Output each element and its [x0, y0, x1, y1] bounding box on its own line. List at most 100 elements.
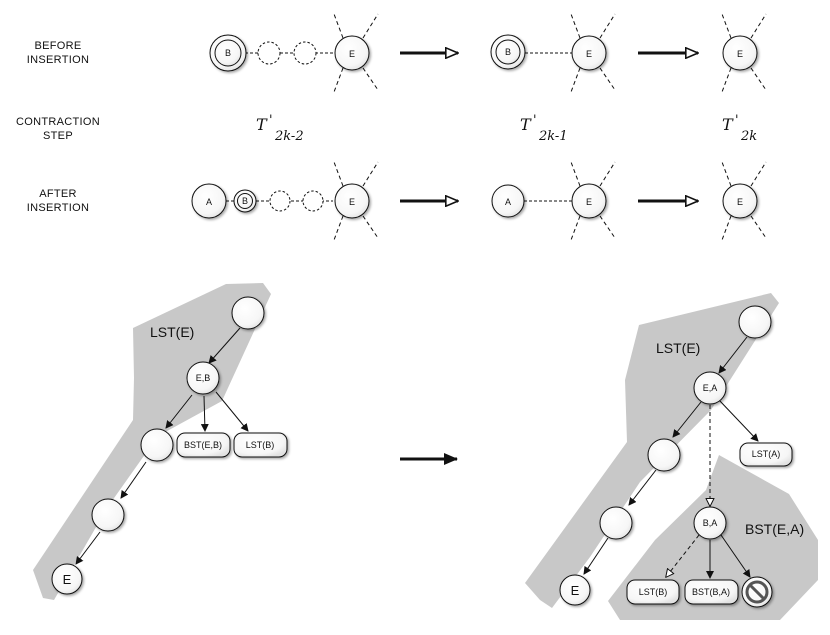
node-b-inner [214, 39, 242, 67]
node-e-label: E [63, 572, 72, 587]
node-e-label: E [586, 49, 592, 59]
node-b-inner [237, 193, 253, 209]
before-spoke [721, 67, 732, 93]
tree-node [91, 498, 125, 532]
contracted-node [257, 41, 281, 65]
contracted-node [269, 190, 291, 212]
step-1-prime: ' [269, 113, 273, 128]
tree-edge [583, 537, 609, 575]
row-label-contraction-line1: CONTRACTION [16, 116, 100, 128]
contracted-node [302, 190, 324, 212]
row-label-contraction: CONTRACTION STEP [16, 116, 100, 142]
node-e [722, 35, 758, 71]
node-e [334, 35, 370, 71]
after-spoke [570, 161, 581, 187]
lst-b-label: LST(B) [246, 440, 275, 450]
null-icon-slash [748, 583, 766, 601]
after-spoke [599, 161, 616, 187]
node-ea [693, 371, 727, 405]
row-label-after: AFTER INSERTION [27, 188, 89, 214]
row-label-before-line2: INSERTION [27, 54, 89, 66]
bst-ba-box [684, 579, 739, 605]
node-e-label: E [349, 197, 355, 207]
node-b-label: B [225, 48, 231, 58]
node-e [334, 183, 370, 219]
row-label-contraction-line2: STEP [43, 130, 73, 142]
node-a-label: A [505, 197, 511, 207]
node-a [191, 183, 227, 219]
null-icon [741, 576, 773, 608]
left-tree-nodes [51, 296, 288, 595]
before-spoke [362, 13, 379, 39]
tree-node [231, 296, 265, 330]
contraction-step-3: T ' 2k [722, 113, 757, 144]
after-spoke [599, 215, 616, 239]
node-e [559, 574, 591, 606]
after-spoke [750, 215, 767, 239]
tree-edge [672, 401, 702, 438]
node-ba [693, 506, 727, 540]
after-spoke [750, 161, 767, 187]
before-spoke [721, 13, 732, 39]
node-e-label: E [349, 49, 355, 59]
bst-ba-label: BST(B,A) [692, 587, 730, 597]
tree-node [140, 428, 174, 462]
tree-edge [628, 469, 657, 506]
node-e [722, 183, 758, 219]
contracted-node [293, 41, 317, 65]
tree-edge [720, 534, 751, 578]
before-spoke [750, 13, 767, 39]
left-tree-labels: E,B E BST(E,B) LST(B) [63, 373, 275, 587]
lst-a-label: LST(A) [752, 449, 781, 459]
before-spoke [333, 67, 344, 93]
node-e-label: E [737, 49, 743, 59]
tree-node [738, 305, 772, 339]
lst-b-box [626, 579, 680, 605]
tree-edge [215, 391, 249, 432]
before-row [209, 13, 767, 93]
node-a [491, 184, 525, 218]
after-spoke [333, 215, 344, 241]
right-tree-edges [583, 336, 759, 579]
after-spoke [721, 161, 732, 187]
null-icon-ring [745, 580, 769, 604]
step-1-base: T [256, 115, 268, 134]
node-b-label: B [505, 47, 511, 57]
tree-edge [75, 531, 101, 565]
dashed-edge [666, 534, 700, 577]
after-row-labels: A B E A E E [206, 196, 743, 207]
step-3-base: T [722, 115, 734, 134]
step-1-sub: 2k-2 [274, 129, 304, 144]
row-label-before-line1: BEFORE [34, 40, 81, 52]
before-row-labels: B E B E E [225, 47, 743, 59]
before-spoke [570, 13, 581, 39]
contraction-step-1: T ' 2k-2 [256, 113, 304, 144]
tree-edge [208, 327, 241, 364]
before-spoke [362, 67, 379, 91]
before-spoke [750, 67, 767, 91]
step-2-prime: ' [533, 113, 537, 128]
tree-edge [718, 399, 759, 442]
step-2-base: T [520, 115, 532, 134]
tree-node [647, 438, 681, 472]
lst-b-box [233, 432, 288, 458]
lst-e-label-left: LST(E) [150, 324, 194, 340]
node-a-label: A [206, 197, 212, 207]
tree-edge [718, 336, 748, 374]
step-3-prime: ' [735, 113, 739, 128]
node-e-label: E [737, 197, 743, 207]
bst-eb-box [176, 432, 231, 458]
right-tree-nodes [559, 305, 793, 606]
node-e-label: E [586, 197, 592, 207]
bst-eb-label: BST(E,B) [184, 440, 222, 450]
after-spoke [362, 161, 379, 187]
after-row [191, 161, 767, 241]
node-b-label: B [242, 196, 248, 206]
before-spoke [599, 67, 616, 91]
right-tree-labels: E,A B,A E LST(A) LST(B) BST(B,A) [571, 383, 781, 598]
node-e-label: E [571, 583, 580, 598]
left-tree-edges [75, 327, 249, 565]
tree-node [599, 506, 633, 540]
node-e [571, 35, 607, 71]
